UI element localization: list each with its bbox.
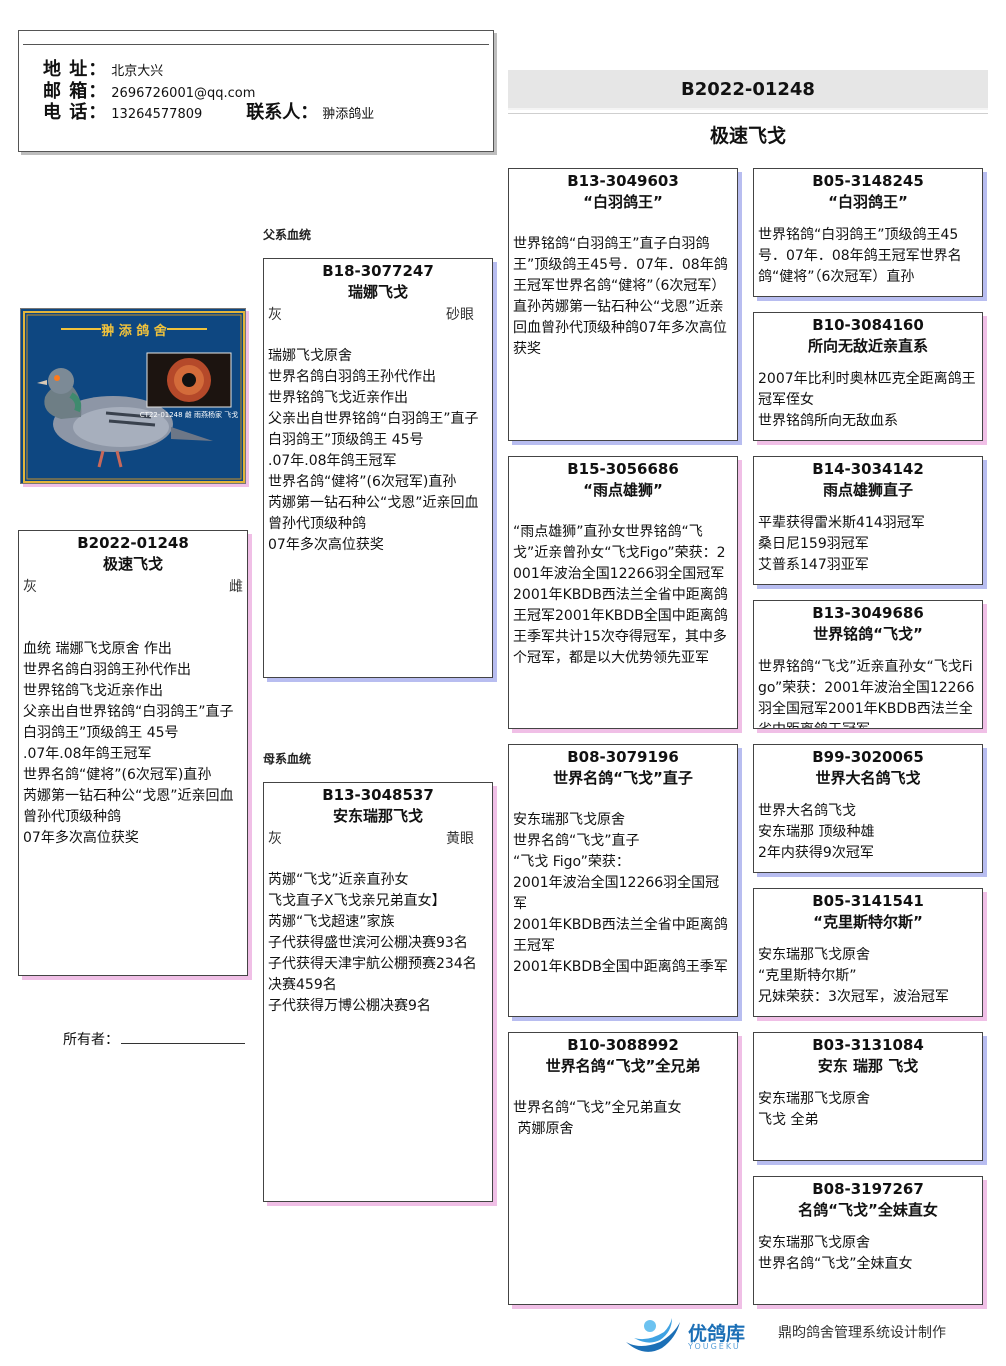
dam-name: 安东瑞那飞戈 xyxy=(264,805,492,827)
ggp-name: “克里斯特尔斯” xyxy=(754,911,982,933)
gp-name: 世界名鸽“飞戈”直子 xyxy=(509,767,737,789)
father-section-label: 父系血统 xyxy=(263,226,311,243)
gp-description: “雨点雄狮”直孙女世界铭鸽“飞戈”近亲曾孙女“飞戈Figo”荣获：2001年波治… xyxy=(509,501,737,669)
subject-description: 血统 瑞娜飞戈原舍 作出 世界名鸽白羽鸽王孙代作出 世界铭鸽飞戈近亲作出 父亲出… xyxy=(19,597,247,849)
subject-sex: 雌 xyxy=(229,577,243,597)
subject-meta: 灰 雌 xyxy=(19,575,247,597)
ggp-ring: B99-3020065 xyxy=(754,747,982,767)
ggp-description: 安东瑞那飞戈原舍 世界名鸽“飞戈”全妹直女 xyxy=(754,1233,982,1275)
great-grandparent-card[interactable]: B14-3034142 雨点雄狮直子 平辈获得雷米斯414羽冠军 桑日尼159羽… xyxy=(753,456,983,585)
ggp-name: 名鸽“飞戈”全妹直女 xyxy=(754,1199,982,1221)
gp-name: “雨点雄狮” xyxy=(509,479,737,501)
dam-card[interactable]: B13-3048537 安东瑞那飞戈 灰 黄眼 芮娜“飞戈”近亲直孙女 飞戈直子… xyxy=(263,782,493,1202)
owner-signature-line xyxy=(121,1030,245,1044)
photo-caption: CT22-01248 雌 雨燕杨家 飞戈 xyxy=(140,410,239,419)
ggp-description: 安东瑞那飞戈原舍 “克里斯特尔斯” 兄妹荣获：3次冠军，波治冠军 xyxy=(754,945,982,1008)
contact-person-label: 联系人： xyxy=(246,98,318,124)
subject-card[interactable]: B2022-01248 极速飞戈 灰 雌 血统 瑞娜飞戈原舍 作出 世界名鸽白羽… xyxy=(18,530,248,976)
dam-ring: B13-3048537 xyxy=(264,785,492,805)
subject-color: 灰 xyxy=(23,577,37,597)
title-pigeon-name: 极速飞戈 xyxy=(508,121,988,148)
ggp-name: 雨点雄狮直子 xyxy=(754,479,982,501)
pigeon-photo: 翀 添 鸽 舍 CT22-01248 雌 雨燕杨家 飞戈 xyxy=(20,308,246,484)
great-grandparent-card[interactable]: B99-3020065 世界大名鸽飞戈 世界大名鸽飞戈 安东瑞那 顶级种雄 2年… xyxy=(753,744,983,873)
gp-ring: B13-3049603 xyxy=(509,171,737,191)
ggp-ring: B03-3131084 xyxy=(754,1035,982,1055)
gp-ring: B15-3056686 xyxy=(509,459,737,479)
photo-banner: 翀 添 鸽 舍 xyxy=(101,323,168,339)
mother-section-label: 母系血统 xyxy=(263,750,311,767)
great-grandparent-card[interactable]: B05-3148245 “白羽鸽王” 世界铭鸽“白羽鸽王”顶级鸽王45号．07年… xyxy=(753,168,983,297)
gp-ring: B10-3088992 xyxy=(509,1035,737,1055)
great-grandparent-card[interactable]: B03-3131084 安东 瑞那 飞戈 安东瑞那飞戈原舍 飞戈 全弟 xyxy=(753,1032,983,1161)
title-divider xyxy=(508,113,988,114)
phone-value: 13264577809 xyxy=(111,107,202,122)
subject-name: 极速飞戈 xyxy=(19,553,247,575)
sire-eye: 砂眼 xyxy=(446,305,474,325)
footer-brand-sub: YOUGEKU xyxy=(688,1342,741,1351)
great-grandparent-card[interactable]: B05-3141541 “克里斯特尔斯” 安东瑞那飞戈原舍 “克里斯特尔斯” 兄… xyxy=(753,888,983,1017)
ggp-name: 世界大名鸽飞戈 xyxy=(754,767,982,789)
gp-description: 世界铭鸽“白羽鸽王”直子白羽鸽王”顶级鸽王45号．07年．08年鸽王冠军世界名鸽… xyxy=(509,213,737,360)
contact-person-value: 翀添鸽业 xyxy=(322,103,374,122)
footer-credit: 鼎昀鸽舍管理系统设计制作 xyxy=(778,1322,946,1342)
dam-meta: 灰 黄眼 xyxy=(264,827,492,849)
ggp-name: 安东 瑞那 飞戈 xyxy=(754,1055,982,1077)
gp-name: 世界名鸽“飞戈”全兄弟 xyxy=(509,1055,737,1077)
grandsire-paternal-card[interactable]: B13-3049603 “白羽鸽王” 世界铭鸽“白羽鸽王”直子白羽鸽王”顶级鸽王… xyxy=(508,168,738,441)
ggp-ring: B14-3034142 xyxy=(754,459,982,479)
ggp-ring: B13-3049686 xyxy=(754,603,982,623)
ggp-ring: B05-3148245 xyxy=(754,171,982,191)
ggp-description: 世界大名鸽飞戈 安东瑞那 顶级种雄 2年内获得9次冠军 xyxy=(754,801,982,864)
ggp-name: “白羽鸽王” xyxy=(754,191,982,213)
ggp-name: 世界铭鸽“飞戈” xyxy=(754,623,982,645)
gp-ring: B08-3079196 xyxy=(509,747,737,767)
phone-label: 电 话： xyxy=(43,98,107,124)
great-grandparent-card[interactable]: B13-3049686 世界铭鸽“飞戈” 世界铭鸽“飞戈”近亲直孙女“飞戈Fig… xyxy=(753,600,983,729)
gp-description: 安东瑞那飞戈原舍 世界名鸽“飞戈”直子 “飞戈 Figo”荣获： 2001年波治… xyxy=(509,789,737,978)
ggp-description: 平辈获得雷米斯414羽冠军 桑日尼159羽冠军 艾普系147羽亚军 xyxy=(754,513,982,576)
ggp-description: 世界铭鸽“飞戈”近亲直孙女“飞戈Figo”荣获：2001年波治全国12266羽全… xyxy=(754,657,982,729)
great-grandparent-card[interactable]: B08-3197267 名鸽“飞戈”全妹直女 安东瑞那飞戈原舍 世界名鸽“飞戈”… xyxy=(753,1176,983,1305)
ggp-name: 所向无敌近亲直系 xyxy=(754,335,982,357)
sire-color: 灰 xyxy=(268,305,282,325)
dam-description: 芮娜“飞戈”近亲直孙女 飞戈直子X飞戈亲兄弟直女】 芮娜“飞戈超速”家族 子代获… xyxy=(264,849,492,1017)
dam-color: 灰 xyxy=(268,829,282,849)
ggp-description: 安东瑞那飞戈原舍 飞戈 全弟 xyxy=(754,1089,982,1131)
sire-name: 瑞娜飞戈 xyxy=(264,281,492,303)
owner-field: 所有者： xyxy=(63,1029,245,1049)
sire-ring: B18-3077247 xyxy=(264,261,492,281)
ggp-ring: B10-3084160 xyxy=(754,315,982,335)
contact-rule xyxy=(23,44,489,45)
ggp-description: 2007年比利时奥林匹克全距离鸽王冠军侄女 世界铭鸽所向无敌血系 xyxy=(754,369,982,432)
ggp-ring: B05-3141541 xyxy=(754,891,982,911)
sire-description: 瑞娜飞戈原舍 世界名鸽白羽鸽王孙代作出 世界铭鸽飞戈近亲作出 父亲出自世界铭鸽“… xyxy=(264,325,492,556)
great-grandparent-card[interactable]: B10-3084160 所向无敌近亲直系 2007年比利时奥林匹克全距离鸽王冠军… xyxy=(753,312,983,441)
grandsire-maternal-card[interactable]: B08-3079196 世界名鸽“飞戈”直子 安东瑞那飞戈原舍 世界名鸽“飞戈”… xyxy=(508,744,738,1017)
dam-eye: 黄眼 xyxy=(446,829,474,849)
title-ring-bar: B2022-01248 xyxy=(508,70,988,110)
phone-row: 电 话： 13264577809 联系人： 翀添鸽业 xyxy=(43,98,374,124)
ggp-ring: B08-3197267 xyxy=(754,1179,982,1199)
sire-card[interactable]: B18-3077247 瑞娜飞戈 灰 砂眼 瑞娜飞戈原舍 世界名鸽白羽鸽王孙代作… xyxy=(263,258,493,678)
contact-box: 地 址： 北京大兴 邮 箱： 2696726001@qq.com 电 话： 13… xyxy=(18,30,494,152)
ggp-description: 世界铭鸽“白羽鸽王”顶级鸽王45号．07年．08年鸽王冠军世界名鸽“健将”（6次… xyxy=(754,225,982,288)
subject-ring: B2022-01248 xyxy=(19,533,247,553)
granddam-paternal-card[interactable]: B15-3056686 “雨点雄狮” “雨点雄狮”直孙女世界铭鸽“飞戈”近亲曾孙… xyxy=(508,456,738,729)
pigeon-illustration: 翀 添 鸽 舍 CT22-01248 雌 雨燕杨家 飞戈 xyxy=(21,309,246,484)
granddam-maternal-card[interactable]: B10-3088992 世界名鸽“飞戈”全兄弟 世界名鸽“飞戈”全兄弟直女 芮娜… xyxy=(508,1032,738,1305)
owner-label: 所有者： xyxy=(63,1029,119,1049)
gp-name: “白羽鸽王” xyxy=(509,191,737,213)
gp-description: 世界名鸽“飞戈”全兄弟直女 芮娜原舍 xyxy=(509,1077,737,1140)
sire-meta: 灰 砂眼 xyxy=(264,303,492,325)
